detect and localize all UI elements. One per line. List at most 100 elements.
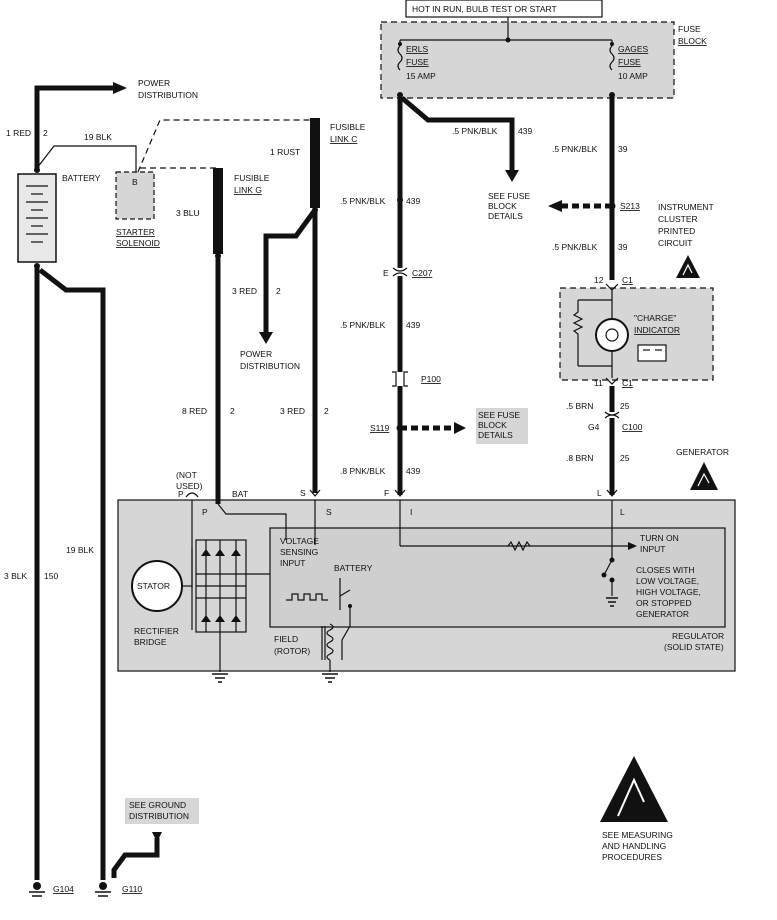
fusible-link-c [310,118,320,208]
wire-3-red-circuit: 2 [276,286,281,296]
charge-indicator-bulb [595,318,629,352]
wire-439-a-circuit: 439 [406,196,420,206]
regulator-1: REGULATOR [672,631,724,641]
generator-esd-icon [690,462,718,490]
measuring-3: PROCEDURES [602,852,662,862]
fusible-link-g [213,168,223,254]
c1-pin-12: 12 [594,275,604,285]
wire-25-a-label: .5 BRN [566,401,593,411]
wire-3-blk-circuit: 150 [44,571,58,581]
measuring-2: AND HANDLING [602,841,666,851]
rectifier-1: RECTIFIER [134,626,179,636]
term-p-label: P [178,489,184,499]
wire-3-red-b-label: 3 RED [280,406,305,416]
instrument-cluster-4: CIRCUIT [658,238,692,248]
wire-439-b-label: .5 PNK/BLK [340,320,386,330]
fusible-link-g-1: FUSIBLE [234,173,270,183]
voltage-sensing-2: SENSING [280,547,318,557]
gages-fuse-label-1: GAGES [618,44,649,54]
starter-solenoid-box [115,171,155,220]
p100-label: P100 [421,374,441,384]
branch-wire-circuit: 439 [518,126,532,136]
wire-439-a-label: .5 PNK/BLK [340,196,386,206]
power-dist-1a: POWER [138,78,170,88]
g104-label: G104 [53,884,74,894]
wire-3-blk-label: 3 BLK [4,571,27,581]
fusible-link-c-1: FUSIBLE [330,122,366,132]
see-ground-1: SEE GROUND [129,800,186,810]
gages-fuse-label-2: FUSE [618,57,641,67]
wire-3-blu-label: 3 BLU [176,208,200,218]
c207-pin-e: E [383,268,389,278]
s119-label: S119 [370,423,389,433]
fuse-block-label-1: FUSE [678,24,701,34]
wire-1-red-circuit: 2 [43,128,48,138]
closes-4: OR STOPPED [636,598,692,608]
wire-39-a-circuit: 39 [618,144,628,154]
wire-3-red-label: 3 RED [232,286,257,296]
esd-warning-icon [676,255,700,278]
regulator-box [269,527,726,628]
inner-i-label: I [410,507,412,517]
turn-on-1: TURN ON [640,533,679,543]
closes-3: HIGH VOLTAGE, [636,587,701,597]
starter-solenoid-2: SOLENOID [116,238,160,248]
erls-fuse-label-1: ERLS [406,44,429,54]
fusible-link-c-2: LINK C [330,134,357,144]
top-label-box [405,0,603,18]
c100-pin-g4: G4 [588,422,600,432]
wire-439-c-label: .8 PNK/BLK [340,466,386,476]
inner-l-label: L [620,507,625,517]
see-fuse-1c: DETAILS [488,211,523,221]
esd-handling-icon [600,756,668,822]
not-used-1: (NOT [176,470,197,480]
turn-on-2: INPUT [640,544,666,554]
not-used-2: USED) [176,481,203,491]
charge-indicator-1: "CHARGE" [634,313,676,323]
s213-label: S213 [620,201,640,211]
c100-label: C100 [622,422,643,432]
inner-p-label: P [202,507,208,517]
branch-wire-label: .5 PNK/BLK [452,126,498,136]
wire-1-red-label: 1 RED [6,128,31,138]
wire-39-a-label: .5 PNK/BLK [552,144,598,154]
wire-25-b-circuit: 25 [620,453,630,463]
wire-3-red-b-circuit: 2 [324,406,329,416]
fusible-link-g-2: LINK G [234,185,262,195]
starter-solenoid-1: STARTER [116,227,155,237]
instrument-cluster-3: PRINTED [658,226,695,236]
measuring-1: SEE MEASURING [602,830,673,840]
closes-2: LOW VOLTAGE, [636,576,699,586]
battery-symbol [26,185,48,243]
fuse-block-box [380,21,675,99]
instrument-cluster-1: INSTRUMENT [658,202,714,212]
field-rotor-2: (ROTOR) [274,646,310,656]
g110-label: G110 [122,884,142,894]
see-fuse-1b: BLOCK [488,201,517,211]
voltage-sensing-3: INPUT [280,558,306,568]
terminal-b-label: B [132,177,138,187]
term-bat-label: BAT [232,489,248,499]
erls-fuse-label-2: FUSE [406,57,429,67]
stator-label: STATOR [137,581,170,591]
c1-pin-11: 11 [594,378,603,388]
wire-8-red-label: 8 RED [182,406,207,416]
voltage-sensing-1: VOLTAGE [280,536,319,546]
c1-bottom-label: C1 [622,378,633,388]
instrument-cluster-2: CLUSTER [658,214,698,224]
erls-fuse-amp: 15 AMP [406,71,436,81]
wire-39-b-label: .5 PNK/BLK [552,242,598,252]
inner-s-label: S [326,507,332,517]
wire-439-b-circuit: 439 [406,320,420,330]
closes-1: CLOSES WITH [636,565,695,575]
power-dist-2a: POWER [240,349,272,359]
wire-25-b-label: .8 BRN [566,453,593,463]
c207-label: C207 [412,268,433,278]
see-fuse-1a: SEE FUSE [488,191,530,201]
wire-39-b-circuit: 39 [618,242,628,252]
c1-top-label: C1 [622,275,633,285]
battery-label: BATTERY [62,173,101,183]
term-f-label: F [384,488,389,498]
wire-439-c-circuit: 439 [406,466,420,476]
fuse-block-label-2: BLOCK [678,36,707,46]
